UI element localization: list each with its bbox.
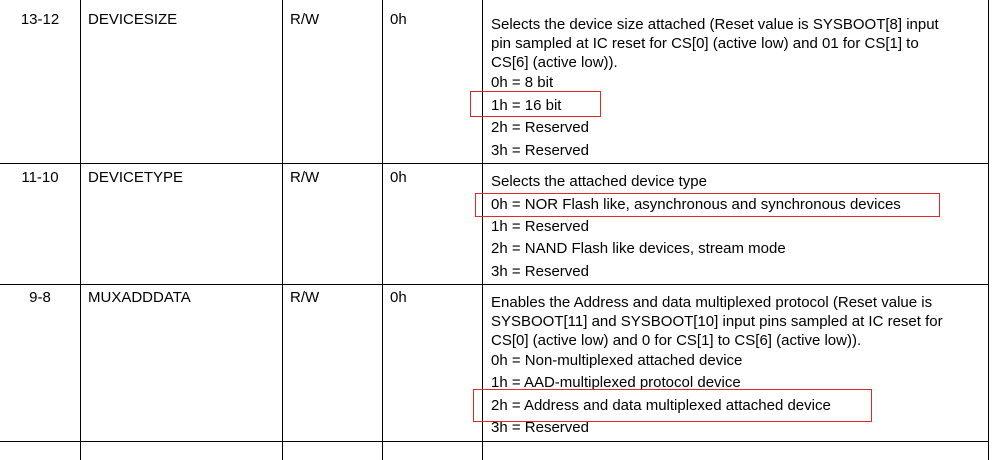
description-line: 1h = 16 bit: [491, 97, 562, 114]
description-line: pin sampled at IC reset for CS[0] (activ…: [491, 35, 919, 52]
highlight-box: [470, 91, 601, 117]
description-line: CS[6] (active low)).: [491, 54, 618, 71]
description-line: 3h = Reserved: [491, 263, 589, 280]
description-line: SYSBOOT[11] and SYSBOOT[10] input pins s…: [491, 313, 943, 330]
row-divider: [0, 284, 989, 285]
description-line: 2h = NAND Flash like devices, stream mod…: [491, 240, 786, 257]
column-divider: [382, 0, 383, 460]
type-cell: R/W: [290, 11, 320, 28]
description-line: Selects the device size attached (Reset …: [491, 16, 939, 33]
description-line: 1h = Reserved: [491, 218, 589, 235]
description-line: CS[0] (active low) and 0 for CS[1] to CS…: [491, 332, 862, 349]
row-divider: [0, 441, 989, 442]
description-line: 0h = NOR Flash like, asynchronous and sy…: [491, 196, 901, 213]
field-name-cell: DEVICESIZE: [88, 11, 178, 28]
description-line: Enables the Address and data multiplexed…: [491, 294, 933, 311]
reset-cell: 0h: [390, 289, 407, 306]
column-divider: [282, 0, 283, 460]
description-line: Selects the attached device type: [491, 173, 707, 190]
type-cell: R/W: [290, 289, 320, 306]
highlight-box: [475, 193, 940, 217]
description-line: 3h = Reserved: [491, 142, 589, 159]
column-divider: [80, 0, 81, 460]
highlight-box: [473, 389, 872, 422]
type-cell: R/W: [290, 169, 320, 186]
description-line: 0h = Non-multiplexed attached device: [491, 352, 743, 369]
column-divider: [988, 0, 989, 460]
description-line: 3h = Reserved: [491, 419, 589, 436]
field-name-cell: DEVICETYPE: [88, 169, 184, 186]
field-name-cell: MUXADDDATA: [88, 289, 191, 306]
column-divider: [482, 0, 483, 460]
description-line: 0h = 8 bit: [491, 74, 554, 91]
description-line: 2h = Address and data multiplexed attach…: [491, 397, 831, 414]
description-line: 2h = Reserved: [491, 119, 589, 136]
row-divider: [0, 163, 989, 164]
bits-cell: 9-8: [29, 289, 51, 306]
bits-cell: 13-12: [20, 11, 60, 28]
description-line: 1h = AAD-multiplexed protocol device: [491, 374, 741, 391]
reset-cell: 0h: [390, 11, 407, 28]
bits-cell: 11-10: [21, 169, 59, 186]
reset-cell: 0h: [390, 169, 407, 186]
